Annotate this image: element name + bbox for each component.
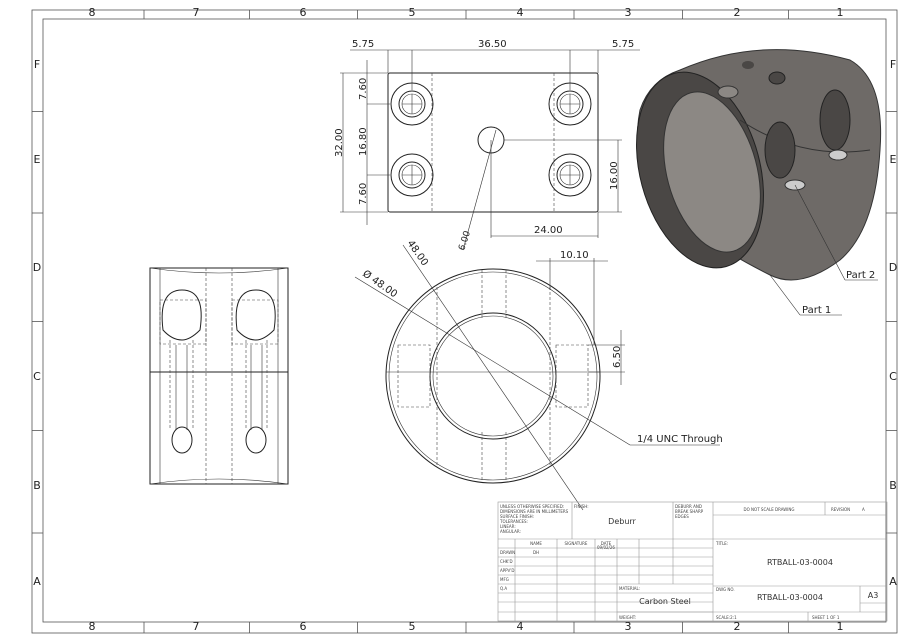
title-block: UNLESS OTHERWISE SPECIFIED:DIMENSIONS AR… (497, 501, 888, 622)
dim-center-hole-height: 16.00 (609, 161, 620, 190)
zone-row-A: A (889, 575, 897, 588)
scale-value: SCALE:2:1 (716, 615, 737, 620)
deburr-note-2: BREAK SHARP (675, 509, 704, 514)
revision-label: REVISION (831, 507, 850, 512)
isometric-view: Part 2 Part 1 (636, 49, 882, 316)
dim-middle-spacing: 16.80 (358, 127, 369, 156)
sheet-size: A3 (868, 591, 879, 600)
dim-bottom-offset: 7.60 (358, 183, 369, 205)
zone-column-7: 7 (193, 620, 200, 633)
drawn-name: DH (533, 550, 539, 555)
zone-row-B: B (889, 479, 897, 492)
zone-column-6: 6 (300, 6, 307, 19)
zone-column-1: 1 (837, 6, 844, 19)
tolerance-note: SURFACE FINISH: (500, 514, 534, 519)
zone-column-3: 3 (625, 620, 632, 633)
tolerance-note: LINEAR: (500, 524, 516, 529)
zone-column-4: 4 (517, 620, 524, 633)
front-view: 48.00 Ø 48.00 10.10 6.50 1/4 UNC Through (354, 238, 723, 511)
sheet-count: SHEET 1 OF 1 (812, 615, 840, 620)
dim-left-edge: 5.75 (352, 39, 374, 50)
zone-column-5: 5 (409, 6, 416, 19)
tolerance-note: TOLERANCES: (499, 519, 528, 524)
dim-right-edge: 5.75 (612, 39, 634, 50)
title-value: RTBALL-03-0004 (767, 558, 833, 567)
dim-center-hole-dia: 6.00 (457, 230, 473, 252)
dwg-no-value: RTBALL-03-0004 (757, 593, 823, 602)
callout-part2: Part 2 (846, 270, 875, 281)
side-view (149, 267, 289, 485)
material-value: Carbon Steel (639, 597, 691, 606)
zone-column-4: 4 (517, 6, 524, 19)
dim-hole-spacing: 36.50 (478, 39, 507, 50)
role-label: MFG (500, 577, 509, 582)
role-label: APPV'D (500, 568, 514, 573)
do-not-scale: DO NOT SCALE DRAWING (744, 507, 795, 512)
zone-row-F: F (34, 58, 40, 71)
dim-top-offset: 7.60 (358, 78, 369, 100)
zone-column-7: 7 (193, 6, 200, 19)
weight-label: WEIGHT: (619, 615, 636, 620)
counterbore-hole (548, 153, 592, 197)
zone-column-6: 6 (300, 620, 307, 633)
zone-row-D: D (33, 261, 41, 274)
dim-slot-width: 10.10 (560, 250, 589, 261)
dim-overall-height: 32.00 (334, 128, 345, 157)
title-label: TITLE: (715, 541, 728, 546)
zone-row-E: E (34, 153, 41, 166)
role-label: CHK'D (500, 559, 513, 564)
header-signature: SIGNATURE (565, 541, 588, 546)
counterbore-hole (390, 153, 434, 197)
top-view: 5.75 36.50 5.75 32.00 7.60 16.80 7.60 16… (334, 39, 640, 252)
finish-value: Deburr (608, 517, 636, 526)
revision-value: A (862, 507, 865, 512)
inner-border (42, 18, 887, 623)
dwg-no-label: DWG NO. (716, 587, 735, 592)
zone-row-A: A (33, 575, 41, 588)
tolerance-note: DIMENSIONS ARE IN MILLIMETERS (500, 509, 569, 514)
zone-column-2: 2 (734, 620, 741, 633)
zone-column-1: 1 (837, 620, 844, 633)
zone-column-3: 3 (625, 6, 632, 19)
dim-center-hole-offset: 24.00 (534, 225, 563, 236)
thread-callout: 1/4 UNC Through (637, 434, 723, 445)
zone-row-F: F (890, 58, 896, 71)
role-label: DRAWN (500, 550, 515, 555)
material-label: MATERIAL: (619, 586, 640, 591)
zone-row-C: C (33, 370, 41, 383)
zone-column-8: 8 (89, 620, 96, 633)
role-label: Q.A (500, 586, 507, 591)
deburr-note-3: EDGES (675, 514, 689, 519)
dim-slot-depth: 6.50 (612, 346, 623, 368)
zone-row-B: B (33, 479, 41, 492)
zone-row-E: E (890, 153, 897, 166)
tolerance-note: UNLESS OTHERWISE SPECIFIED: (500, 504, 564, 509)
header-name: NAME (530, 541, 542, 546)
finish-label: FINISH: (574, 504, 589, 509)
zone-row-C: C (889, 370, 897, 383)
zone-column-5: 5 (409, 620, 416, 633)
zone-column-8: 8 (89, 6, 96, 19)
zone-row-D: D (889, 261, 897, 274)
drawn-date: 09/02/26 (597, 545, 615, 550)
callout-part1: Part 1 (802, 305, 831, 316)
header-date: DATE (601, 541, 612, 546)
deburr-note-1: DEBURR AND (675, 504, 702, 509)
tolerance-note: ANGULAR: (500, 529, 521, 534)
zone-column-2: 2 (734, 6, 741, 19)
